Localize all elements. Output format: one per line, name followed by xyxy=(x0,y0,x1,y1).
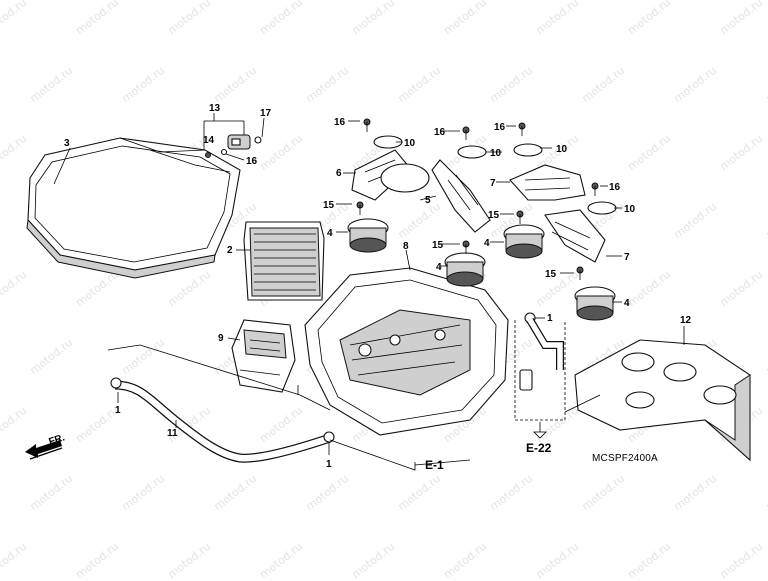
funnel xyxy=(503,224,545,259)
callout-6: 6 xyxy=(336,168,342,179)
reference-e22: E-22 xyxy=(526,441,552,455)
callout-13: 13 xyxy=(209,103,221,114)
funnel xyxy=(444,252,486,287)
air-cleaner-cover xyxy=(26,137,241,279)
gasket xyxy=(513,143,543,157)
funnel xyxy=(574,286,616,321)
bolt xyxy=(363,118,371,132)
callout-7: 7 xyxy=(490,178,496,189)
air-cleaner-case xyxy=(304,267,509,436)
bolt xyxy=(462,126,470,140)
callout-9: 9 xyxy=(218,333,224,344)
callout-15: 15 xyxy=(323,200,335,211)
callout-16: 16 xyxy=(609,182,621,193)
callout-10: 10 xyxy=(490,148,502,159)
callout-16: 16 xyxy=(434,127,446,138)
heat-shield-plate xyxy=(574,339,751,462)
front-direction-arrow xyxy=(25,440,63,460)
callout-11: 11 xyxy=(167,428,178,439)
callout-5: 5 xyxy=(425,195,431,206)
breather-pipe xyxy=(514,317,566,421)
callout-4: 4 xyxy=(436,262,442,273)
callout-17: 17 xyxy=(260,108,272,119)
funnel xyxy=(347,218,389,253)
e22-arrow xyxy=(533,422,547,439)
callout-1: 1 xyxy=(547,313,553,324)
callout-4: 4 xyxy=(624,298,630,309)
callout-15: 15 xyxy=(432,240,444,251)
diagram-code: MCSPF2400A xyxy=(592,453,658,464)
leader-lines xyxy=(53,113,685,471)
callout-10: 10 xyxy=(556,144,568,155)
air-filter-element xyxy=(243,221,325,301)
bolt xyxy=(356,201,364,215)
gasket xyxy=(457,145,487,159)
callout-8: 8 xyxy=(403,241,409,252)
bolt xyxy=(591,182,599,196)
bolt xyxy=(518,122,526,136)
bolt xyxy=(576,266,584,280)
intake-duct xyxy=(509,164,586,201)
intake-duct xyxy=(431,159,491,233)
intake-box xyxy=(231,319,296,393)
callout-1: 1 xyxy=(115,405,121,416)
callout-1: 1 xyxy=(326,459,332,470)
sensor-assembly xyxy=(205,134,262,158)
callout-7: 7 xyxy=(624,252,630,263)
callout-14: 14 xyxy=(203,135,215,146)
reference-e1: E-1 xyxy=(425,458,444,472)
callout-12: 12 xyxy=(680,315,692,326)
callout-10: 10 xyxy=(624,204,636,215)
callout-16: 16 xyxy=(246,156,258,167)
gasket xyxy=(587,201,617,215)
callout-16: 16 xyxy=(494,122,506,133)
callout-4: 4 xyxy=(327,228,333,239)
intake-duct xyxy=(351,149,430,201)
front-direction-label: FR. xyxy=(48,432,67,448)
callout-10: 10 xyxy=(404,138,416,149)
callout-15: 15 xyxy=(545,269,557,280)
clamp xyxy=(110,377,122,389)
intake-duct xyxy=(544,209,606,263)
callout-3: 3 xyxy=(64,138,70,149)
callout-16: 16 xyxy=(334,117,346,128)
callout-15: 15 xyxy=(488,210,500,221)
callout-2: 2 xyxy=(227,245,233,256)
callout-4: 4 xyxy=(484,238,490,249)
bolt xyxy=(516,210,524,224)
bolt xyxy=(462,240,470,254)
